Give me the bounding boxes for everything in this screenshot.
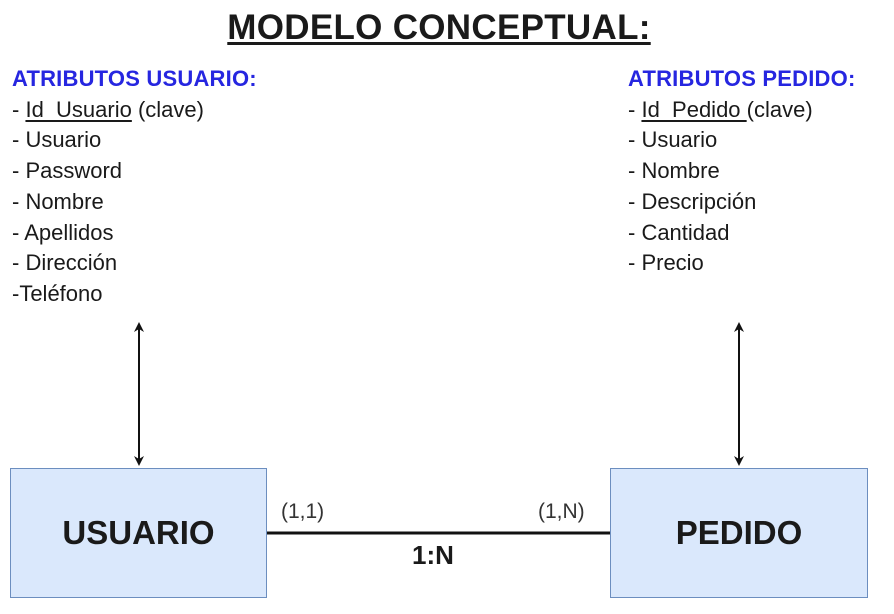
usuario-attributes-heading: ATRIBUTOS USUARIO: [12, 66, 257, 91]
pedido-key-name: Id_Pedido [641, 96, 747, 122]
pedido-key-attribute: - Id_Pedido (clave) [628, 95, 855, 126]
relationship-label: 1:N [412, 540, 454, 570]
usuario-attributes: ATRIBUTOS USUARIO: - Id_Usuario (clave) … [12, 64, 257, 310]
usuario-attribute: -Teléfono [12, 280, 103, 306]
usuario-key-attribute: - Id_Usuario (clave) [12, 95, 257, 126]
entity-pedido[interactable]: PEDIDO [610, 468, 868, 598]
cardinality-pedido: (1,N) [538, 500, 585, 523]
pedido-attribute: - Descripción [628, 188, 757, 214]
usuario-attribute: - Nombre [12, 188, 104, 214]
pedido-attribute: - Precio [628, 250, 704, 276]
usuario-attribute: - Apellidos [12, 219, 114, 245]
pedido-attributes: ATRIBUTOS PEDIDO: - Id_Pedido (clave) - … [628, 64, 855, 279]
pedido-key-suffix: (clave) [746, 96, 813, 122]
pedido-attribute: - Cantidad [628, 219, 730, 245]
usuario-key-prefix: - [12, 96, 26, 122]
pedido-attribute: - Usuario [628, 127, 718, 153]
pedido-key-prefix: - [628, 96, 642, 122]
diagram-title: MODELO CONCEPTUAL: [227, 8, 651, 47]
pedido-attribute: - Nombre [628, 158, 720, 184]
usuario-attribute: - Password [12, 158, 123, 184]
usuario-attribute: - Usuario [12, 127, 102, 153]
usuario-key-name: Id_Usuario [25, 96, 132, 122]
usuario-attribute: - Dirección [12, 250, 118, 276]
pedido-attributes-heading: ATRIBUTOS PEDIDO: [628, 66, 856, 91]
cardinality-usuario: (1,1) [281, 500, 325, 523]
usuario-key-suffix: (clave) [131, 96, 204, 122]
entity-usuario[interactable]: USUARIO [10, 468, 267, 598]
